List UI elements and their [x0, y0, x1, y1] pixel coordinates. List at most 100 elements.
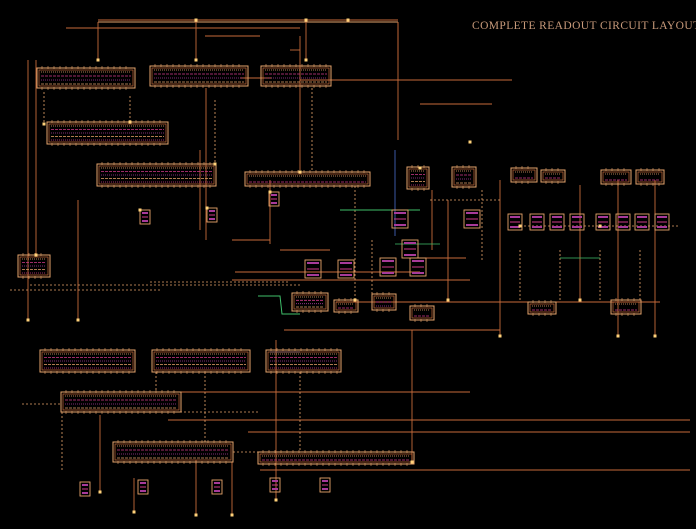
device-diffusion [382, 260, 394, 262]
device-frame [401, 239, 419, 259]
device-frame [304, 259, 322, 279]
device-frame [137, 479, 149, 495]
device [211, 479, 223, 495]
via-contact [274, 498, 278, 502]
cell-inner-frame [411, 307, 433, 319]
device-diffusion [307, 262, 319, 264]
device-diffusion [532, 216, 542, 218]
cell-inner-frame [408, 168, 428, 188]
device [401, 239, 419, 259]
device-diffusion [322, 488, 328, 490]
via-contact [205, 206, 209, 210]
device-diffusion [382, 272, 394, 274]
device-diffusion [618, 216, 628, 218]
device [634, 213, 650, 231]
device [269, 477, 281, 493]
device [379, 257, 397, 277]
device [654, 213, 670, 231]
cell-block-lower-second [60, 390, 182, 414]
device-diffusion [466, 212, 478, 214]
via-contact [132, 510, 136, 514]
device-diffusion [307, 274, 319, 276]
device-diffusion [394, 212, 406, 214]
via-contact [418, 166, 422, 170]
cell-inner-frame [262, 67, 330, 85]
device-diffusion [618, 226, 628, 228]
cell-frame [527, 301, 557, 315]
device [595, 213, 611, 231]
device-frame [595, 213, 611, 231]
device-diffusion [412, 260, 424, 262]
cell-frame [17, 254, 51, 278]
device-diffusion [394, 224, 406, 226]
cell-inner-frame [98, 165, 215, 185]
via-contact [304, 18, 308, 22]
device-diffusion [532, 226, 542, 228]
cell-inner-frame [153, 351, 249, 371]
device-frame [139, 209, 151, 225]
device-diffusion [510, 226, 520, 228]
device [409, 257, 427, 277]
cell-blocks [17, 64, 670, 497]
device-diffusion [209, 218, 215, 220]
cell-block-bottom-long [257, 450, 415, 466]
cell-inner-frame [19, 256, 49, 276]
cell-block-upper-long [244, 170, 371, 188]
cell-inner-frame [293, 294, 327, 310]
device [337, 259, 355, 279]
device-diffusion [272, 488, 278, 490]
cell-inner-frame [48, 123, 167, 143]
device-diffusion [552, 226, 562, 228]
device [529, 213, 545, 231]
cell-frame [540, 169, 566, 183]
cell-block-upper-second [46, 120, 169, 146]
via-contact [230, 513, 234, 517]
cell-inner-frame [637, 171, 663, 183]
device-diffusion [209, 210, 215, 212]
via-contact [304, 58, 308, 62]
via-contact [34, 253, 38, 257]
cell-block-right-low-a [527, 300, 557, 316]
device-diffusion [214, 490, 220, 492]
device-diffusion [214, 482, 220, 484]
device-frame [654, 213, 670, 231]
via-contact [446, 298, 450, 302]
cell-block-lower-right [265, 348, 342, 374]
device-frame [268, 191, 280, 207]
device-diffusion [598, 226, 608, 228]
device-frame [211, 479, 223, 495]
device-diffusion [657, 216, 667, 218]
device-diffusion [572, 226, 582, 228]
device-diffusion [466, 224, 478, 226]
via-contact [498, 334, 502, 338]
cell-frame [46, 121, 169, 145]
cell-block-right-f [635, 168, 665, 186]
via-contact [518, 224, 522, 228]
device-frame [337, 259, 355, 279]
cell-block-top-right [260, 64, 332, 88]
device [268, 191, 280, 207]
via-contact [410, 460, 414, 464]
cell-frame [39, 349, 136, 373]
via-contact [98, 490, 102, 494]
via-contact [653, 334, 657, 338]
cell-frame [610, 299, 642, 315]
cell-block-right-e [600, 168, 632, 186]
device [507, 213, 523, 231]
cell-inner-frame [612, 301, 640, 313]
cell-frame [510, 167, 538, 183]
cell-frame [257, 451, 415, 465]
cell-inner-frame [246, 173, 369, 185]
cell-block-mid-d [409, 304, 435, 322]
cell-inner-frame [335, 301, 357, 311]
via-contact [353, 298, 357, 302]
cell-inner-frame [453, 168, 475, 186]
device-diffusion [637, 216, 647, 218]
device [304, 259, 322, 279]
device-frame [379, 257, 397, 277]
device-frame [391, 209, 409, 229]
cell-frame [36, 67, 136, 89]
via-contact [42, 122, 46, 126]
via-contact [138, 208, 142, 212]
device-diffusion [637, 226, 647, 228]
